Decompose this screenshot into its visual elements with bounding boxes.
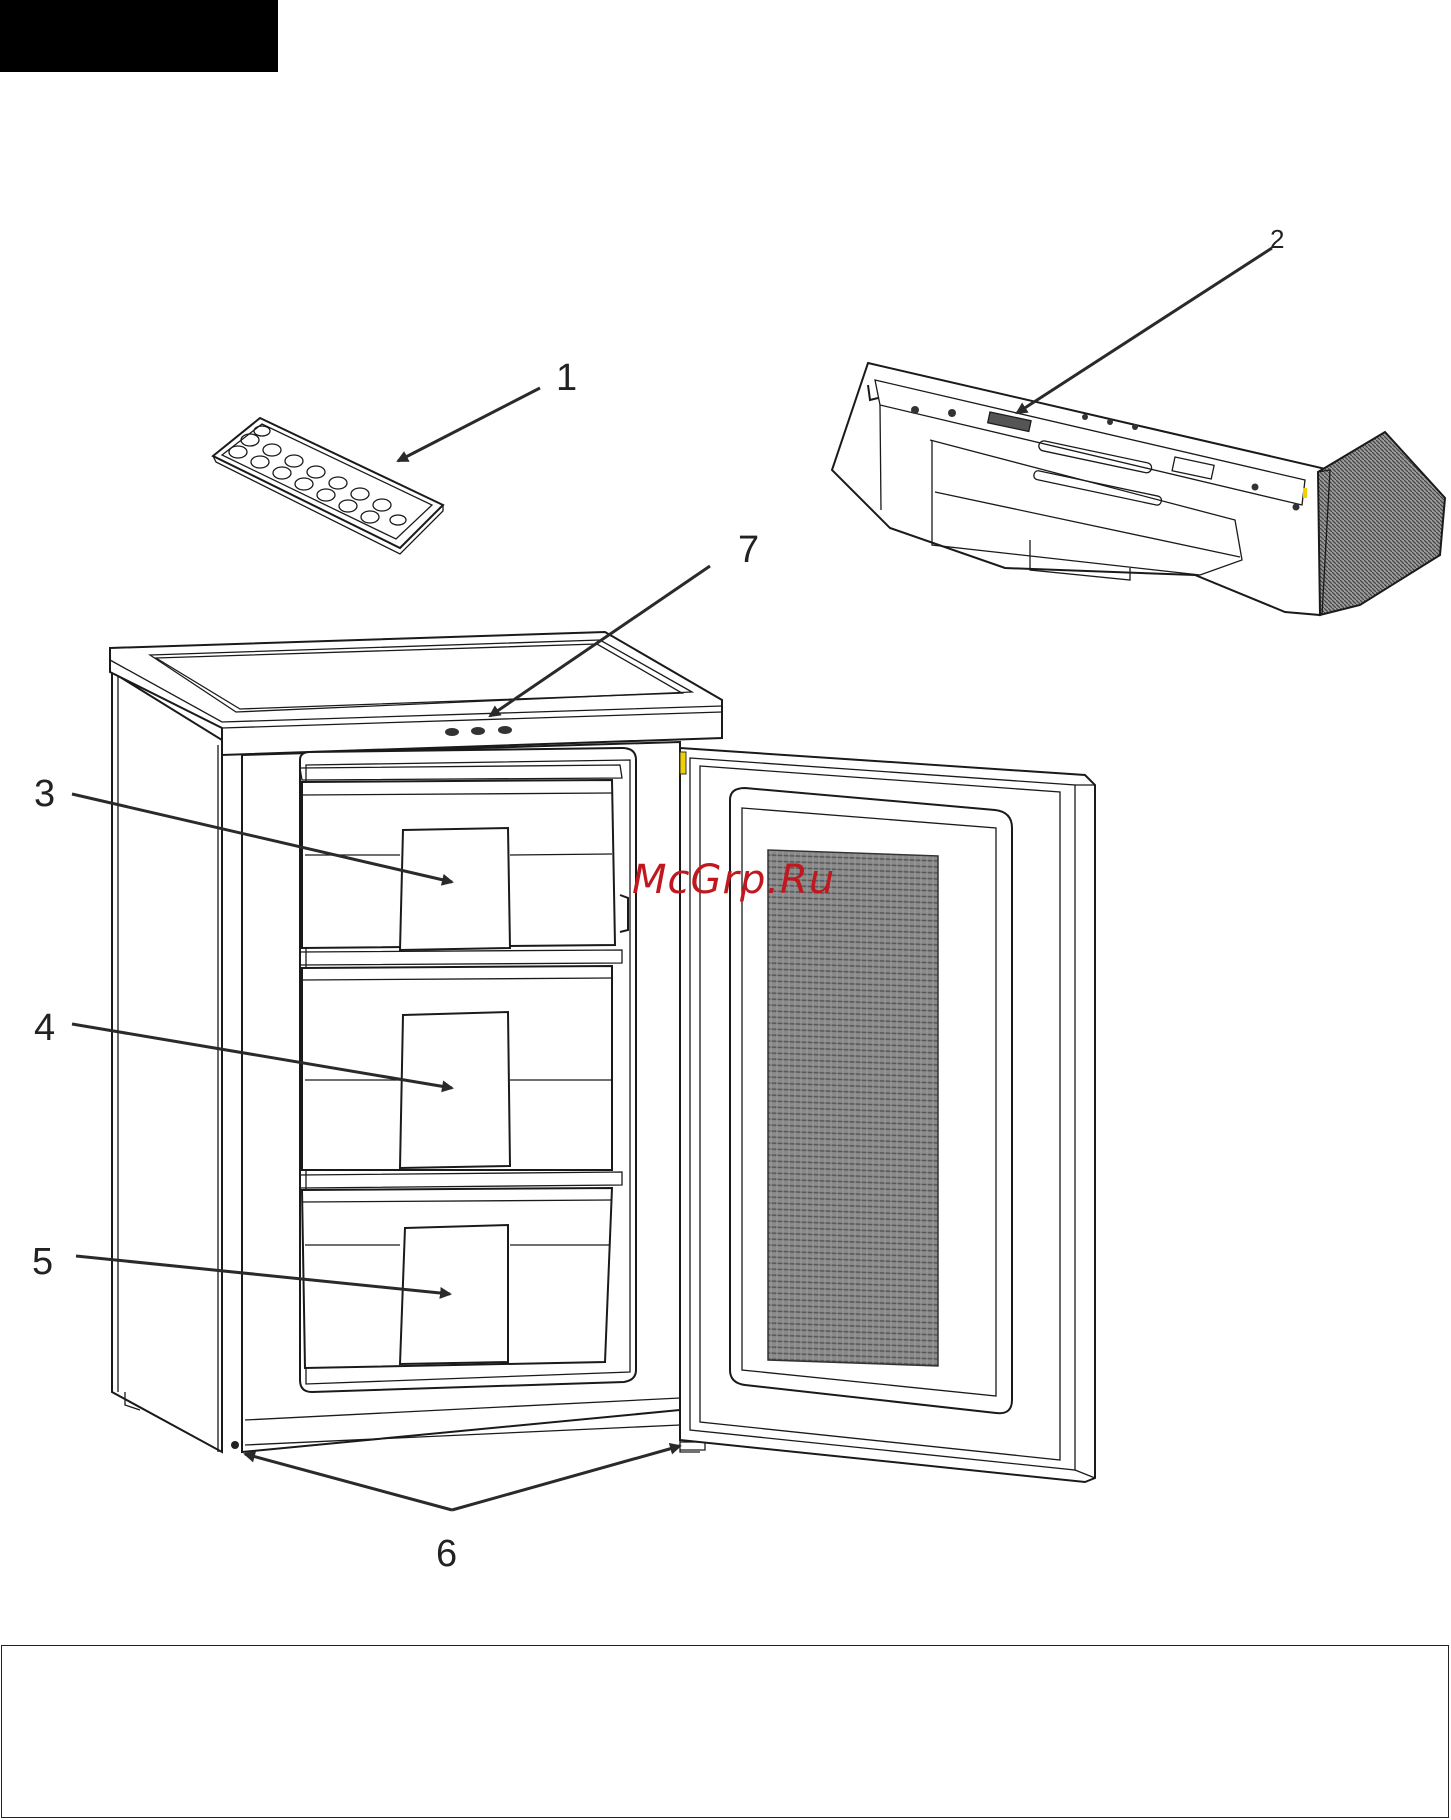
freezer-cabinet	[110, 632, 722, 1452]
callout-1: 1	[556, 357, 577, 399]
arrow-6-right	[452, 1446, 680, 1510]
arrow-6-left	[245, 1454, 452, 1510]
drawer-bottom	[300, 1172, 622, 1368]
drawer-middle	[300, 950, 622, 1170]
callout-5: 5	[32, 1241, 53, 1283]
callout-3: 3	[34, 773, 55, 815]
footer-box	[1, 1645, 1449, 1818]
callout-4: 4	[34, 1007, 55, 1049]
top-cover-part	[832, 363, 1445, 615]
watermark-text: McGrp.Ru	[632, 857, 835, 903]
arrow-1	[398, 388, 540, 461]
arrow-2	[1017, 248, 1272, 413]
ice-tray	[213, 418, 443, 554]
callout-2: 2	[1270, 224, 1284, 254]
callout-7: 7	[738, 529, 759, 571]
callout-6: 6	[436, 1533, 457, 1575]
